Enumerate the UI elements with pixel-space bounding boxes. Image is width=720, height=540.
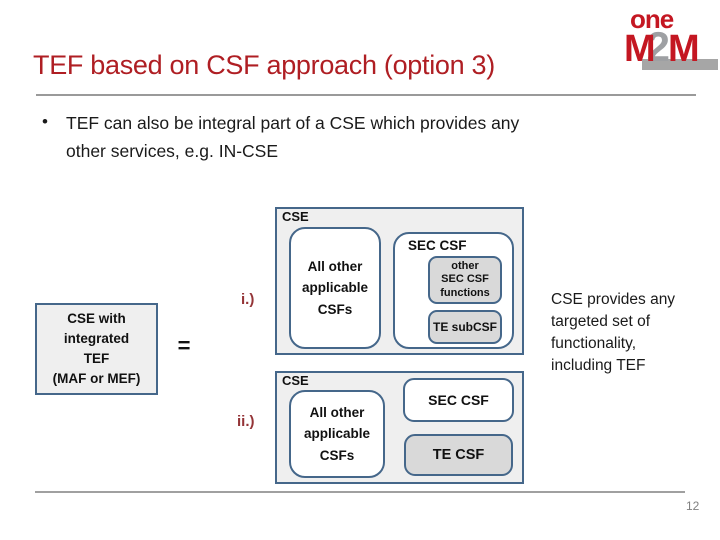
cse-with-integrated-tef-box: CSE with integrated TEF (MAF or MEF) [35, 303, 158, 395]
cse-provides-note: CSE provides any targeted set of functio… [551, 291, 676, 374]
case-i-label: i.) [241, 291, 255, 308]
logo-swoosh-bar [642, 59, 718, 70]
all-other-csfs-box-ii: All other applicable CSFs [289, 390, 385, 478]
case-ii-label: ii.) [237, 413, 255, 430]
equals-sign: = [177, 333, 191, 358]
te-subcsf-box: TE subCSF [428, 310, 502, 344]
cse-box-case-ii: CSE All other applicable CSFs SEC CSF TE… [275, 371, 524, 484]
cse-box-i-title: CSE [282, 209, 309, 224]
logo-m-left: M [624, 28, 656, 70]
logo-m2m-text: M2M [624, 23, 700, 70]
page-number: 12 [686, 499, 700, 513]
te-csf-box: TE CSF [404, 434, 513, 476]
bullet-marker: • [42, 112, 48, 131]
logo-m-right: M [668, 28, 700, 70]
bullet-text: TEF can also be integral part of a CSE w… [66, 113, 520, 161]
sec-csf-box-ii: SEC CSF [403, 378, 514, 422]
cse-box-case-i: CSE All other applicable CSFs SEC CSF ot… [275, 207, 524, 355]
logo-one-text: one [630, 4, 674, 34]
all-other-csfs-box-i: All other applicable CSFs [289, 227, 381, 349]
sec-csf-label-i: SEC CSF [408, 238, 467, 253]
footer-divider [35, 491, 685, 493]
title-divider [36, 94, 696, 96]
slide-title: TEF based on CSF approach (option 3) [33, 50, 495, 80]
onem2m-logo: one M2M [620, 6, 718, 74]
other-sec-csf-functions-box: other SEC CSF functions [428, 256, 502, 304]
sec-csf-box-i: SEC CSF other SEC CSF functions TE subCS… [393, 232, 514, 349]
cse-box-ii-title: CSE [282, 373, 309, 388]
logo-two: 2 [646, 23, 671, 70]
